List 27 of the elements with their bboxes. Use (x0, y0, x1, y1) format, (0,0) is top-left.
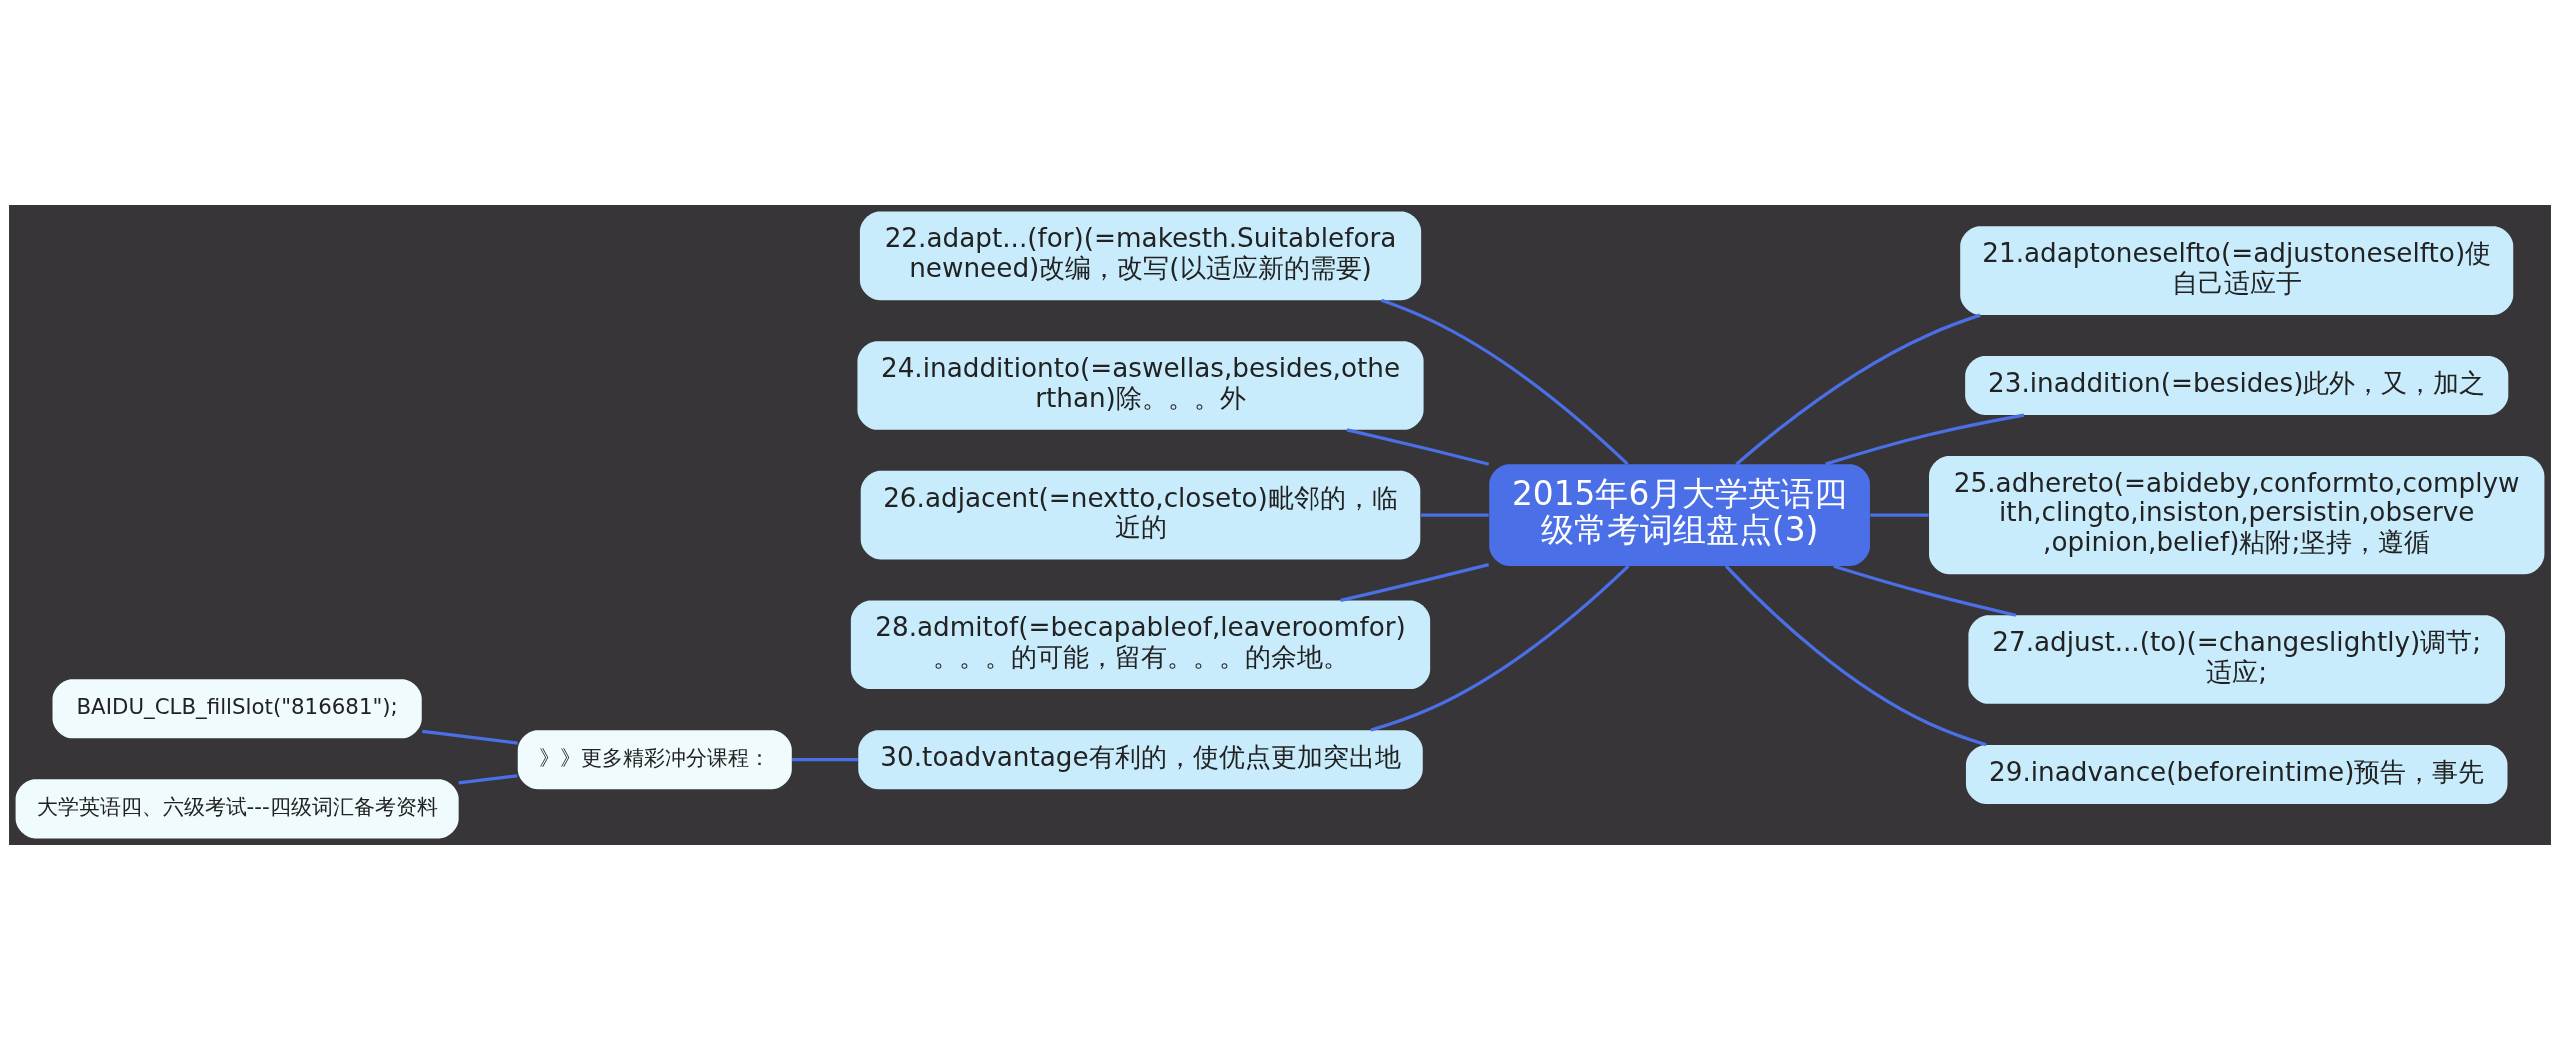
node-box: 21.adaptoneselfto(=adjustoneselfto)使自己适应于 (1960, 225, 2514, 315)
connector (1735, 313, 1981, 465)
connector (1380, 298, 1629, 465)
connector (1346, 427, 1490, 466)
node-box: 24.inadditionto(=aswellas,besides,otherthan)除。。。外 (857, 340, 1424, 430)
node-box: 2015年6月大学英语四级常考词组盘点(3) (1489, 463, 1870, 566)
node-box: 22.adapt...(for)(=makesth.Suitableforanewneed)改编，改写(以适应新的需要) (859, 211, 1422, 300)
node-box: 大学英语四、六级考试---四级词汇备考资料 (15, 778, 459, 838)
node-box: 29.inadvance(beforeintime)预告，事先 (1965, 744, 2508, 804)
node-box: 27.adjust...(to)(=changeslightly)调节;适应; (1968, 614, 2506, 704)
connector (458, 773, 518, 784)
node-box: 23.inaddition(=besides)此外，又，加之 (1965, 355, 2509, 415)
connector (1340, 562, 1490, 602)
node-box: 》》更多精彩冲分课程： (517, 729, 792, 789)
node-box: 25.adhereto(=abideby,conformto,complywith,clingto,insiston,persistin,observe,opinion,belief)粘附;坚持，遵循 (1929, 455, 2545, 574)
connector (1370, 564, 1630, 732)
connector (422, 729, 518, 745)
connector (1724, 564, 1987, 746)
connector (1870, 513, 1929, 517)
connector (1421, 513, 1489, 517)
node-box: 30.toadvantage有利的，使优点更加突出地 (858, 729, 1423, 789)
node-box: 26.adjacent(=nextto,closeto)毗邻的，临近的 (860, 470, 1421, 559)
node-box: BAIDU_CLB_fillSlot("816681"); (52, 678, 422, 738)
connector (1833, 564, 2017, 617)
connector (1825, 413, 2025, 466)
connector (792, 757, 858, 761)
node-box: 28.admitof(=becapableof,leaveroomfor)。。。的可能，留有。。。的余地。 (850, 600, 1431, 689)
